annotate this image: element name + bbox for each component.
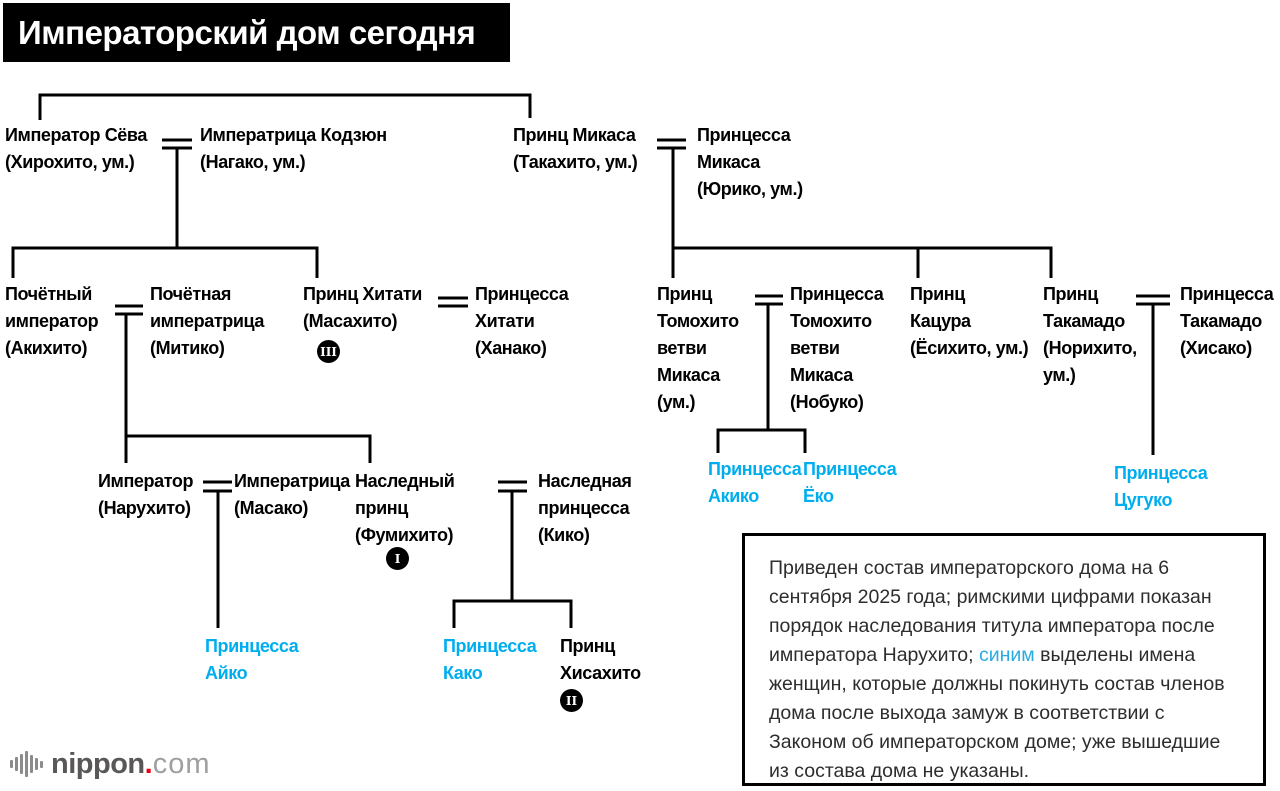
brand-nippon: nippon <box>51 747 145 780</box>
person-node-empress-emerita-michiko: Почётная императрица (Митико) <box>150 284 265 358</box>
person-node-princess-akiko: Принцесса Акико <box>708 459 802 506</box>
person-node-princess-hitachi: Принцесса Хитати (Ханако) <box>475 284 569 358</box>
person-node-prince-takamado: Принц Такамадо (Норихито, ум.) <box>1043 284 1137 385</box>
person-node-princess-aiko: Принцесса Айко <box>205 636 299 683</box>
person-node-crown-prince-fumihito: Наследный принц (Фумихито) <box>355 471 455 545</box>
person-node-prince-hitachi: Принц Хитати (Масахито) <box>303 284 422 331</box>
title-bar: Императорский дом сегодня <box>3 3 510 62</box>
person-node-emperor-emeritus-akihito: Почётный император (Акихито) <box>5 284 99 358</box>
person-node-princess-mikasa: Принцесса Микаса (Юрико, ум.) <box>697 125 803 199</box>
person-node-prince-hisahito: Принц Хисахито <box>560 636 641 683</box>
person-node-emperor-showa: Император Сёва (Хирохито, ум.) <box>5 125 147 172</box>
person-node-emperor-naruhito: Император (Нарухито) <box>98 471 194 518</box>
page-title: Императорский дом сегодня <box>18 13 476 51</box>
note-box: Приведен состав императорского дома на 6… <box>742 533 1266 786</box>
succession-badge-fumihito: I <box>386 547 409 570</box>
person-node-prince-tomohito: Принц Томохито ветви Микаса (ум.) <box>657 284 739 412</box>
logo-bars-icon <box>10 751 43 777</box>
note-part2: выделены имена женщин, которые должны по… <box>769 644 1225 782</box>
note-text: Приведен состав императорского дома на 6… <box>769 554 1241 786</box>
brand-logo: nippon . com <box>10 748 211 780</box>
person-node-prince-mikasa: Принц Микаса (Такахито, ум.) <box>513 125 638 172</box>
person-node-prince-katsura: Принц Кацура (Ёсихито, ум.) <box>910 284 1029 358</box>
succession-badge-hisahito: II <box>560 689 583 712</box>
person-node-princess-takamado: Принцесса Такамадо (Хисако) <box>1180 284 1274 358</box>
note-part1: Приведен состав императорского дома на 6… <box>769 557 1215 666</box>
person-node-princess-kako: Принцесса Како <box>443 636 537 683</box>
person-node-empress-kojun: Императрица Кодзюн (Нагако, ум.) <box>200 125 387 172</box>
brand-com: com <box>152 747 211 780</box>
succession-badge-hitachi: III <box>317 340 340 363</box>
person-node-empress-masako: Императрица (Масако) <box>234 471 350 518</box>
person-node-princess-tomohito: Принцесса Томохито ветви Микаса (Нобуко) <box>790 284 884 412</box>
person-node-princess-yoko: Принцесса Ёко <box>803 459 897 506</box>
person-node-crown-princess-kiko: Наследная принцесса (Кико) <box>538 471 632 545</box>
person-node-princess-tsuguko: Принцесса Цугуко <box>1114 463 1208 510</box>
brand-dot: . <box>144 747 153 780</box>
note-highlight-blue: синим <box>978 644 1035 666</box>
